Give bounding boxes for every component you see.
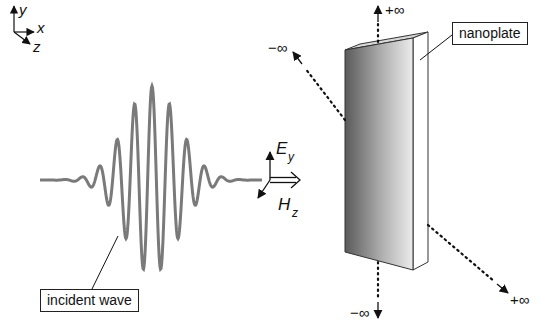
axis-label: x [37,20,45,35]
extent-arrows [293,6,508,318]
extent-lines [305,24,495,300]
callout-box: incident wave [40,289,139,312]
axis-label: z [33,39,41,54]
field-subscript: z [292,207,298,219]
field-subscript: y [288,151,294,163]
field-vectors [258,152,300,198]
extent-label: +∞ [510,292,529,307]
nanoplate-slab [345,32,428,270]
extent-label: +∞ [385,2,404,17]
wave-packet [40,86,262,269]
callout-label: incident wave [47,292,132,309]
leader-lines [92,35,452,289]
axis-label: y [19,2,27,17]
extent-label: −∞ [350,305,369,320]
callout-box: nanoplate [452,22,528,45]
extent-label: −∞ [268,40,287,55]
field-label: E [276,140,287,157]
field-label: H [278,196,290,213]
wave-curve [40,86,262,269]
callout-label: nanoplate [459,25,521,42]
